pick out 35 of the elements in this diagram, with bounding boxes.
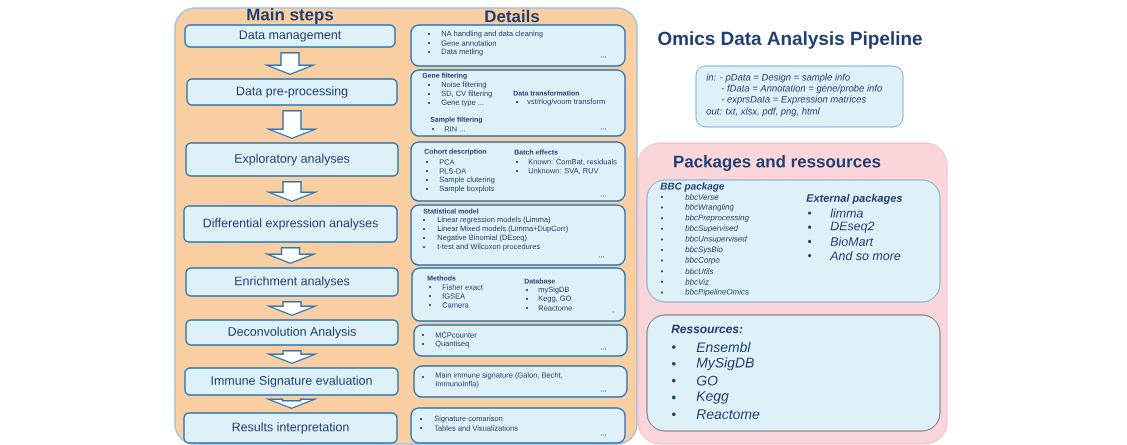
block-arrow — [263, 52, 317, 76]
title: Omics Data Analysis Pipeline — [658, 31, 922, 49]
section-heading: External packages — [806, 193, 903, 205]
step-box: Immune Signature evaluation — [184, 367, 399, 396]
section-heading: BBC package — [660, 182, 725, 192]
list-item: DEseq2 — [808, 221, 875, 233]
section-heading: Ressources: — [671, 324, 743, 334]
info-line: - fData = Annotation = gene/probe info — [721, 84, 882, 94]
block-arrow — [265, 301, 319, 317]
list-item: Reactome — [672, 409, 760, 420]
step-box: Enrichment analyses — [185, 267, 399, 297]
list-item: Kegg — [672, 391, 729, 404]
block-arrow — [264, 398, 319, 410]
info-line: out: txt, xlsx, pdf, png, html — [706, 107, 820, 117]
block-arrow — [263, 247, 318, 265]
step-box: Deconvolution Analysis — [185, 319, 399, 346]
list-item: And so more — [808, 251, 901, 261]
panel-heading: Packages and ressources — [674, 155, 881, 171]
step-box: Exploratory analyses — [185, 142, 399, 177]
column-heading: Details — [485, 9, 540, 23]
step-box: Differential expression analyses — [183, 205, 398, 243]
block-arrow — [265, 350, 319, 365]
list-item: MySigDB — [672, 357, 754, 371]
column-heading: Main steps — [247, 8, 334, 24]
info-line: - exprsData = Expression matrices — [721, 95, 866, 105]
step-box: Data pre-processing — [186, 78, 398, 106]
step-box: Data management — [184, 24, 396, 48]
list-item: BioMart — [808, 236, 874, 246]
list-item: Ensembl — [672, 341, 751, 353]
block-arrow — [265, 110, 319, 140]
block-arrow — [265, 181, 319, 203]
info-line: in: - pData = Design = sample info — [706, 73, 850, 83]
list-item: GO — [672, 375, 718, 386]
step-box: Results interpretation — [183, 412, 398, 444]
list-item: limma — [808, 208, 863, 218]
